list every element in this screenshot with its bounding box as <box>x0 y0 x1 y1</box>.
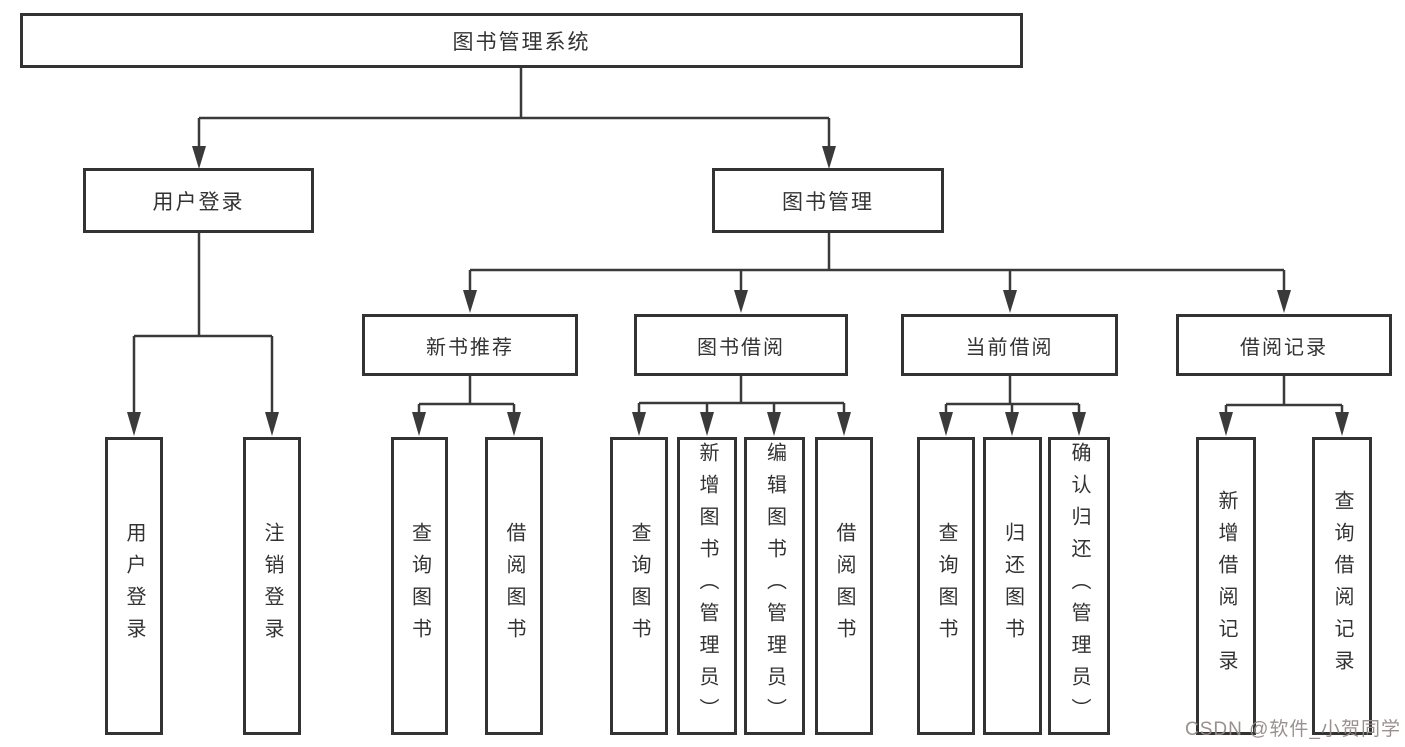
leaf-nbr-borrow-book-label: 借阅图书 <box>503 522 525 650</box>
node-borrow-record: 借阅记录 <box>1176 314 1392 376</box>
leaf-user-login: 用户登录 <box>105 437 163 735</box>
leaf-cb-confirm-return-admin: 确认归还（管理员） <box>1048 437 1110 735</box>
leaf-bb-edit-book-admin-label: 编辑图书（管理员） <box>763 442 786 730</box>
node-current-borrow: 当前借阅 <box>901 314 1118 376</box>
leaf-logout-login-label: 注销登录 <box>261 522 283 650</box>
leaf-user-login-label: 用户登录 <box>123 522 145 650</box>
csdn-watermark: CSDN @软件_小贺同学 <box>1185 719 1401 740</box>
node-library-management-system: 图书管理系统 <box>20 13 1023 68</box>
leaf-br-query-record-label: 查询借阅记录 <box>1331 490 1353 682</box>
leaf-nbr-query-book: 查询图书 <box>391 437 448 735</box>
node-book-borrow: 图书借阅 <box>634 314 848 376</box>
leaf-cb-confirm-return-admin-label: 确认归还（管理员） <box>1068 442 1090 730</box>
leaf-cb-return-book-label: 归还图书 <box>1001 522 1024 650</box>
leaf-cb-query-book: 查询图书 <box>917 437 975 735</box>
leaf-br-query-record: 查询借阅记录 <box>1312 437 1372 735</box>
leaf-br-add-record: 新增借阅记录 <box>1196 437 1256 735</box>
leaf-bb-add-book-admin: 新增图书（管理员） <box>677 437 737 735</box>
leaf-nbr-borrow-book: 借阅图书 <box>485 437 543 735</box>
leaf-bb-query-book: 查询图书 <box>610 437 668 735</box>
node-user-login: 用户登录 <box>83 168 314 233</box>
leaf-nbr-query-book-label: 查询图书 <box>408 522 431 650</box>
leaf-bb-query-book-label: 查询图书 <box>628 522 650 650</box>
node-new-book-recommend: 新书推荐 <box>362 314 578 376</box>
leaf-bb-borrow-book-label: 借阅图书 <box>833 522 855 650</box>
leaf-bb-edit-book-admin: 编辑图书（管理员） <box>744 437 805 735</box>
leaf-logout-login: 注销登录 <box>243 437 301 735</box>
leaf-cb-query-book-label: 查询图书 <box>935 522 957 650</box>
leaf-br-add-record-label: 新增借阅记录 <box>1215 490 1237 682</box>
node-book-management: 图书管理 <box>712 168 944 233</box>
leaf-bb-add-book-admin-label: 新增图书（管理员） <box>696 442 718 730</box>
leaf-cb-return-book: 归还图书 <box>983 437 1042 735</box>
leaf-bb-borrow-book: 借阅图书 <box>815 437 873 735</box>
